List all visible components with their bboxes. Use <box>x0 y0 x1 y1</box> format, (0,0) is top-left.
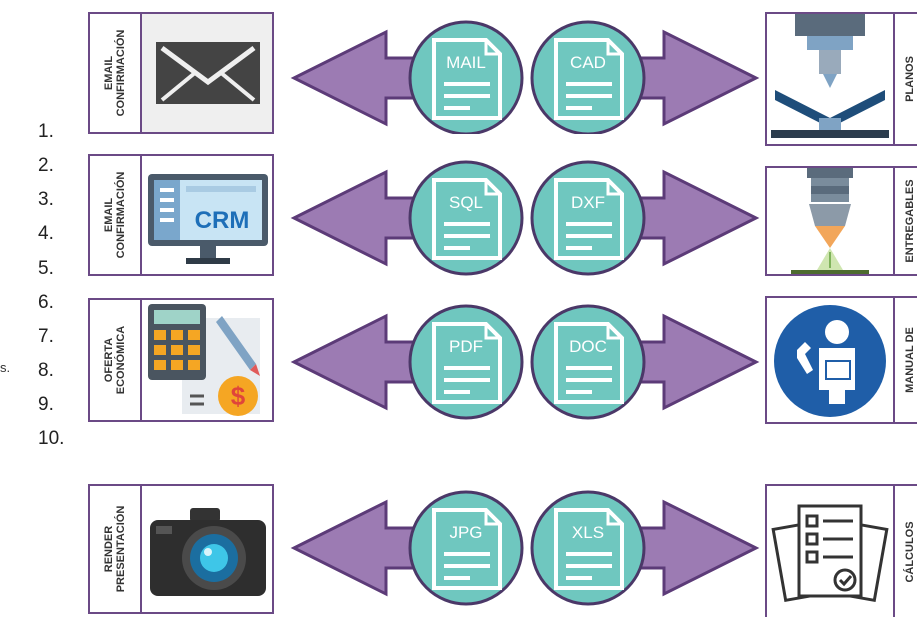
flow-row-3: PDF DOC <box>290 304 760 420</box>
list-number-10: 10. <box>38 428 65 449</box>
svg-text:CRM: CRM <box>195 207 250 234</box>
card-label: MANUAL DE <box>904 327 916 393</box>
svg-text:PDF: PDF <box>449 337 483 356</box>
manual-reader-icon <box>767 298 895 422</box>
card-email-confirmation-2: EMAIL CONFIRMACIÓN CRM <box>88 154 274 276</box>
svg-text:DXF: DXF <box>571 193 605 212</box>
card-render-presentacion: RENDER PRESENTACIÓN <box>88 484 274 614</box>
card-planos: PLANOS <box>765 12 917 146</box>
document-icon-right: DXF <box>530 160 646 276</box>
card-label: ENTREGABLES <box>904 179 916 263</box>
document-icon-left: JPG <box>408 490 524 606</box>
card-label: EMAIL CONFIRMACIÓN <box>103 29 127 117</box>
list-number-6: 6. <box>38 292 54 313</box>
svg-text:$: $ <box>231 381 246 411</box>
checklist-documents-icon <box>767 486 895 617</box>
list-number-7: 7. <box>38 326 54 347</box>
svg-text:MAIL: MAIL <box>446 53 486 72</box>
document-icon-left: MAIL <box>408 20 524 134</box>
camera-icon <box>142 486 272 612</box>
card-manual: MANUAL DE <box>765 296 917 424</box>
flow-row-2: SQL DXF <box>290 160 760 276</box>
list-number-8: 8. <box>38 360 54 381</box>
list-number-5: 5. <box>38 258 54 279</box>
nozzle-icon <box>767 168 895 274</box>
stray-text: s. <box>0 360 11 375</box>
card-label: EMAIL CONFIRMACIÓN <box>103 171 127 259</box>
card-email-confirmation-1: EMAIL CONFIRMACIÓN <box>88 12 274 134</box>
calculator-invoice-icon: $ <box>142 300 272 420</box>
envelope-icon <box>142 14 272 132</box>
document-icon-right: CAD <box>530 20 646 134</box>
svg-text:DOC: DOC <box>569 337 607 356</box>
card-oferta-economica: OFERTA ECONÓMICA $ <box>88 298 274 422</box>
document-icon-right: XLS <box>530 490 646 606</box>
flow-row-4: JPG XLS <box>290 490 760 606</box>
card-calculos: CÁLCULOS <box>765 484 917 617</box>
list-number-3: 3. <box>38 189 54 210</box>
press-machine-icon <box>767 14 895 144</box>
card-label: PLANOS <box>904 56 916 102</box>
svg-text:CAD: CAD <box>570 53 606 72</box>
document-icon-left: PDF <box>408 304 524 420</box>
document-icon-right: DOC <box>530 304 646 420</box>
card-label: OFERTA ECONÓMICA <box>103 325 127 395</box>
svg-text:JPG: JPG <box>449 523 482 542</box>
document-icon-left: SQL <box>408 160 524 276</box>
svg-text:XLS: XLS <box>572 523 604 542</box>
list-number-9: 9. <box>38 394 54 415</box>
crm-monitor-icon: CRM <box>142 156 272 274</box>
list-number-1: 1. <box>38 121 54 142</box>
card-label: CÁLCULOS <box>904 520 916 583</box>
card-label: RENDER PRESENTACIÓN <box>103 505 127 593</box>
svg-text:SQL: SQL <box>449 193 483 212</box>
list-number-4: 4. <box>38 223 54 244</box>
flow-row-1: MAIL CAD <box>290 20 760 134</box>
list-number-2: 2. <box>38 155 54 176</box>
card-entregables: ENTREGABLES <box>765 166 917 276</box>
